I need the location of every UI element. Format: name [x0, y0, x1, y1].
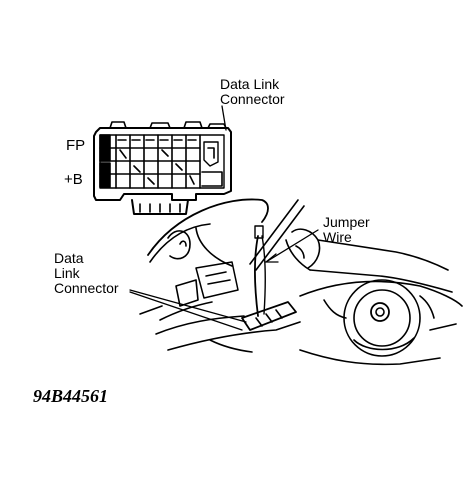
- data-link-connector-top-label-line2: Connector: [220, 91, 285, 107]
- pin-fp-label: FP: [66, 137, 86, 154]
- data-link-connector-bottom-label-line2: Link: [54, 265, 80, 281]
- figure-id: 94B44561: [33, 386, 109, 406]
- leader-lines: [129, 229, 319, 331]
- engine-bay-scene: [139, 198, 463, 366]
- data-link-connector-detail: [93, 105, 232, 215]
- jumper-wire-label-line1: Jumper: [323, 214, 370, 230]
- jumper-wire-label-line2: Wire: [323, 229, 352, 245]
- data-link-connector-top-label-line1: Data Link: [220, 76, 280, 92]
- data-link-connector-bottom-label-line1: Data: [54, 250, 84, 266]
- pin-b-label: +B: [64, 171, 83, 188]
- data-link-connector-bottom-label-line3: Connector: [54, 280, 119, 296]
